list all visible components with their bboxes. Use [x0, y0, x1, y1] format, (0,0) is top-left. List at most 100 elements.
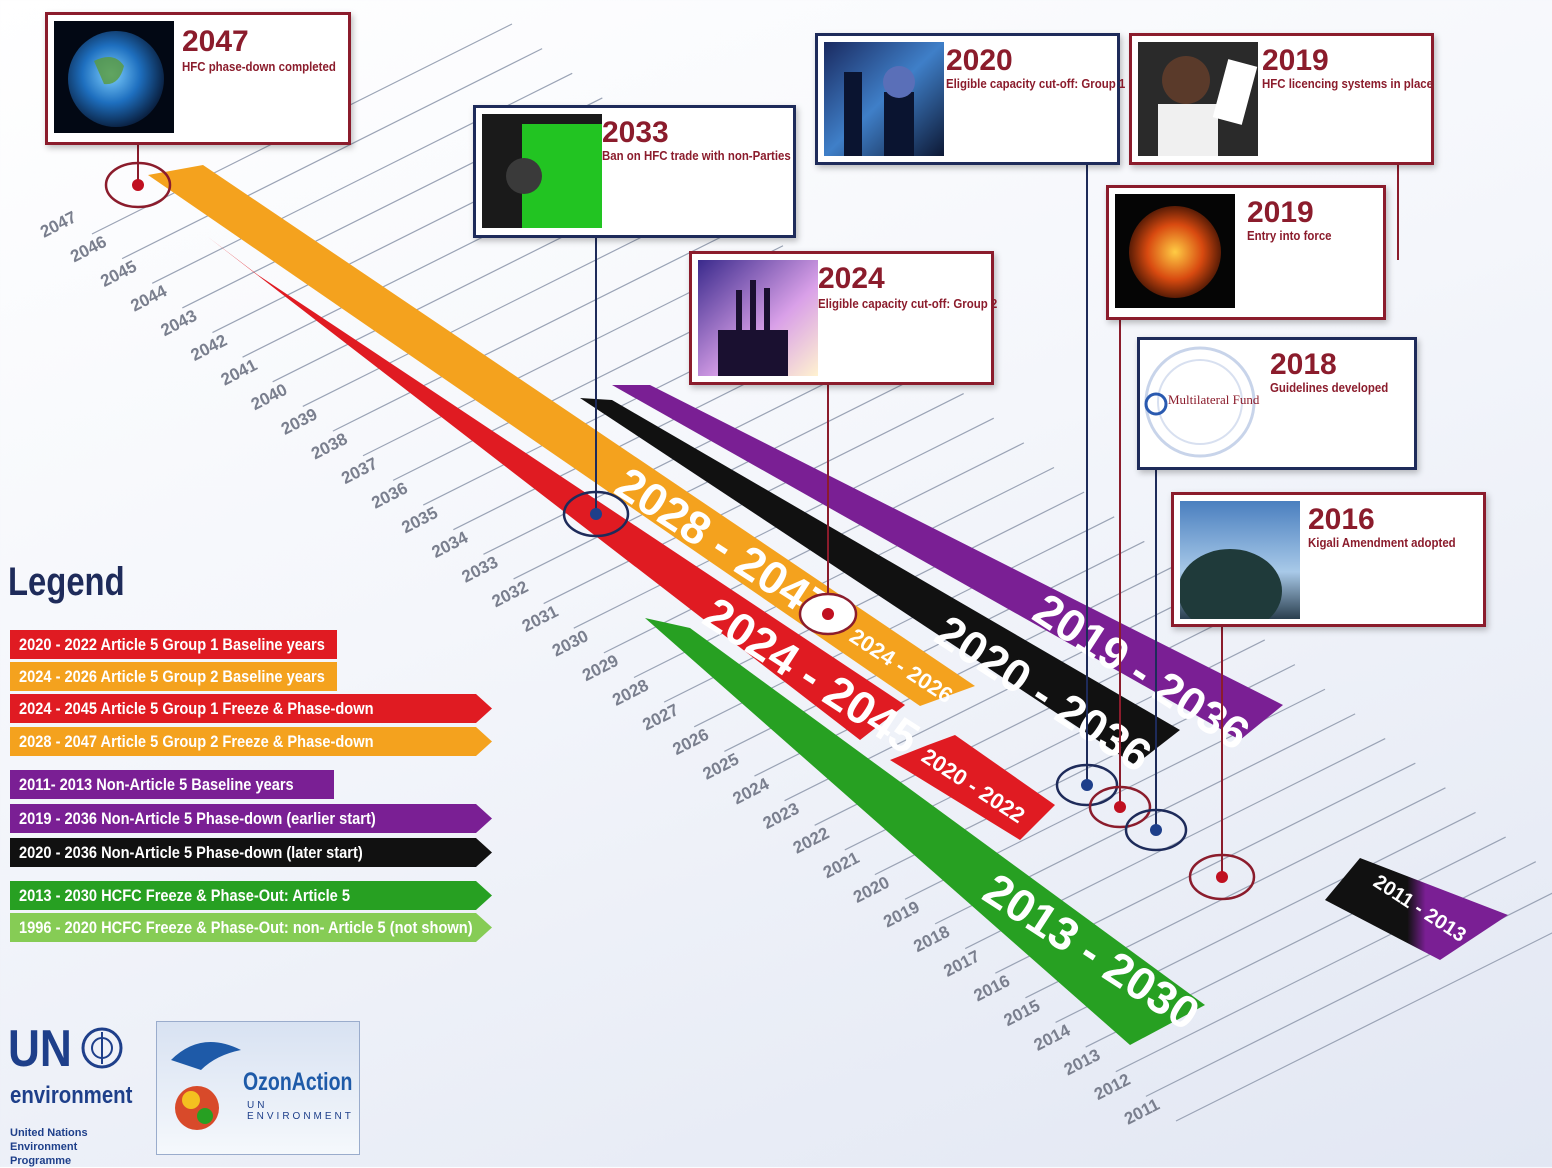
milestone-text: Eligible capacity cut-off: Group 2	[818, 296, 998, 311]
year-tick-label: 2041	[218, 355, 260, 389]
milestone-year: 2020	[946, 44, 1013, 77]
grid-line	[121, 48, 543, 260]
year-tick-label: 2029	[579, 651, 621, 685]
ozonaction-logo: OzonAction UN ENVIRONMENT	[156, 1021, 360, 1155]
legend-item-label: 2028 - 2047 Article 5 Group 2 Freeze & P…	[19, 732, 374, 751]
milestone-year: 2024	[818, 262, 885, 295]
connector-lines	[137, 145, 1399, 875]
year-tick-label: 2021	[820, 848, 862, 882]
year-tick-label: 2024	[730, 774, 773, 808]
milestone-year: 2033	[602, 116, 669, 149]
year-tick-label: 2039	[278, 405, 320, 439]
factory-image	[698, 260, 818, 376]
multilateral-fund-logo-text: Multilateral Fund	[1168, 392, 1260, 407]
marker-dot	[1081, 779, 1093, 791]
milestone-year: 2019	[1247, 196, 1314, 229]
milestone-text: Entry into force	[1247, 228, 1332, 243]
year-tick-label: 2013	[1061, 1045, 1103, 1079]
year-tick-label: 2027	[639, 700, 681, 734]
ozonaction-name: OzonAction	[243, 1068, 353, 1096]
milestone-text: Eligible capacity cut-off: Group 1	[946, 76, 1126, 91]
legend-item: 2020 - 2036 Non-Article 5 Phase-down (la…	[10, 838, 492, 867]
legend-title: Legend	[8, 560, 125, 604]
legend-item: 1996 - 2020 HCFC Freeze & Phase-Out: non…	[10, 913, 492, 942]
person-reading-image	[1138, 42, 1258, 156]
milestone-year: 2016	[1308, 503, 1375, 536]
milestone-markers	[104, 161, 1256, 901]
milestone-2033: 2033 Ban on HFC trade with non-Parties	[473, 105, 796, 238]
ozonaction-emblem-icon	[171, 1042, 241, 1130]
legend-item: 2020 - 2022 Article 5 Group 1 Baseline y…	[10, 630, 337, 659]
legend-item-label: 1996 - 2020 HCFC Freeze & Phase-Out: non…	[19, 918, 473, 937]
legend-item-label: 2011- 2013 Non-Article 5 Baseline years	[19, 775, 294, 794]
marker-2033	[562, 490, 630, 538]
milestone-2047: 2047 HFC phase-down completed	[45, 12, 351, 145]
marker-dot	[1150, 824, 1162, 836]
milestone-2019-licencing: 2019 HFC licencing systems in place	[1129, 33, 1434, 165]
milestone-2016: 2016 Kigali Amendment adopted	[1171, 492, 1486, 627]
year-tick-label: 2042	[188, 331, 230, 365]
legend-item-label: 2013 - 2030 HCFC Freeze & Phase-Out: Art…	[19, 886, 350, 905]
conference-building-image	[1180, 501, 1300, 619]
year-tick-label: 2034	[429, 528, 472, 562]
year-tick-label: 2016	[971, 971, 1013, 1005]
year-tick-label: 2035	[399, 503, 441, 537]
year-tick-label: 2011	[1121, 1095, 1162, 1129]
legend-item: 2024 - 2045 Article 5 Group 1 Freeze & P…	[10, 694, 492, 723]
ozonaction-subtitle: UN ENVIRONMENT	[247, 1100, 354, 1122]
legend-item-label: 2024 - 2026 Article 5 Group 2 Baseline y…	[19, 667, 325, 686]
year-tick-label: 2046	[67, 232, 109, 266]
legend-item: 2011- 2013 Non-Article 5 Baseline years	[10, 770, 334, 799]
year-tick-label: 2020	[850, 873, 892, 907]
year-tick-label: 2017	[941, 947, 983, 981]
milestone-text: Kigali Amendment adopted	[1308, 535, 1456, 550]
marker-2016	[1188, 853, 1256, 901]
band-2019-2036	[612, 385, 1283, 740]
band-2020-2022	[890, 735, 1055, 840]
marker-2047	[104, 161, 172, 209]
year-tick-label: 2019	[880, 897, 922, 931]
band-2020-2036	[580, 398, 1180, 765]
un-full-line1: United Nations	[10, 1127, 88, 1139]
marker-dot	[822, 608, 834, 620]
legend-item-label: 2020 - 2036 Non-Article 5 Phase-down (la…	[19, 843, 363, 862]
marker-dot	[1114, 801, 1126, 813]
year-tick-label: 2043	[158, 306, 200, 340]
un-logo-env: environment	[10, 1082, 133, 1109]
year-tick-label: 2037	[338, 454, 380, 488]
legend-item: 2028 - 2047 Article 5 Group 2 Freeze & P…	[10, 727, 492, 756]
year-tick-label: 2014	[1031, 1020, 1074, 1054]
year-tick-label: 2015	[1001, 996, 1043, 1030]
industrial-plant-image	[824, 42, 944, 156]
gas-cylinder-image	[482, 114, 602, 228]
year-tick-label: 2036	[368, 478, 410, 512]
year-tick-label: 2047	[37, 207, 79, 241]
year-tick-label: 2028	[609, 676, 651, 710]
marker-dot	[132, 179, 144, 191]
legend-item-label: 2019 - 2036 Non-Article 5 Phase-down (ea…	[19, 809, 376, 828]
marker-2020	[1055, 763, 1119, 807]
band-2013-2030	[645, 618, 1205, 1045]
year-tick-label: 2045	[97, 257, 139, 291]
un-logo-letters: UN	[8, 1020, 72, 1078]
multilateral-fund-logo	[1144, 346, 1256, 458]
year-tick-label: 2022	[790, 823, 832, 857]
milestone-year: 2047	[182, 25, 249, 58]
band-2011-2013	[1325, 858, 1508, 960]
marker-2018	[1124, 808, 1188, 852]
year-tick-label: 2030	[549, 626, 591, 660]
legend-item-label: 2020 - 2022 Article 5 Group 1 Baseline y…	[19, 635, 325, 654]
un-emblem-icon	[81, 1027, 123, 1069]
year-tick-label: 2044	[128, 281, 171, 315]
milestone-2020: 2020 Eligible capacity cut-off: Group 1	[815, 33, 1125, 165]
legend-item-label: 2024 - 2045 Article 5 Group 1 Freeze & P…	[19, 699, 374, 718]
milestone-2024: 2024 Eligible capacity cut-off: Group 2	[689, 251, 998, 385]
grid-line	[332, 220, 754, 432]
year-tick-label: 2023	[760, 799, 802, 833]
year-tick-label: 2033	[459, 552, 501, 586]
marker-dot	[590, 508, 602, 520]
band-2028-2047	[148, 165, 975, 706]
